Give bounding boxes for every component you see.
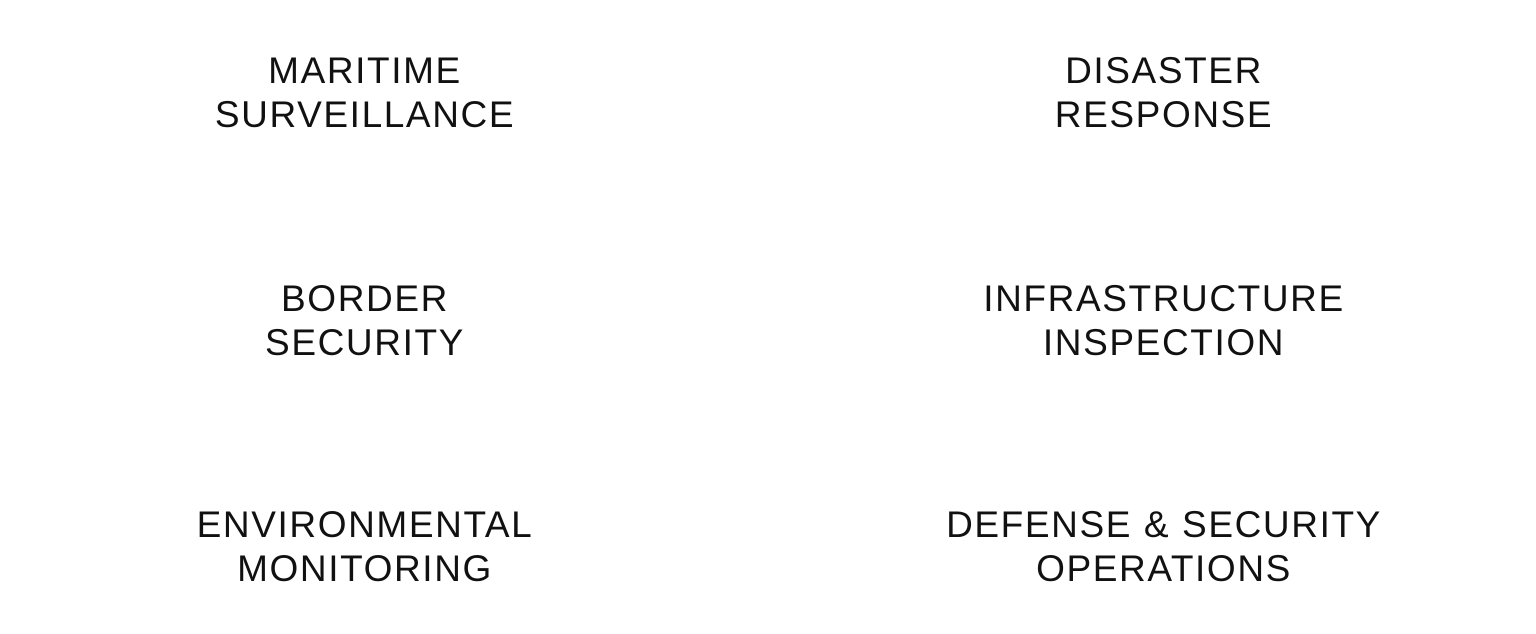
use-case-label-infrastructure-inspection: INFRASTRUCTURE INSPECTION xyxy=(983,278,1345,363)
use-case-label-border-security: BORDER SECURITY xyxy=(265,278,465,363)
use-case-cell-defense-security-operations[interactable]: DEFENSE & SECURITY OPERATIONS xyxy=(768,455,1536,634)
use-case-label-defense-security-operations: DEFENSE & SECURITY OPERATIONS xyxy=(946,504,1382,589)
use-case-cell-environmental-monitoring[interactable]: ENVIRONMENTAL MONITORING xyxy=(0,455,768,634)
use-case-cell-maritime-surveillance[interactable]: MARITIME SURVEILLANCE xyxy=(0,0,768,228)
use-case-label-disaster-response: DISASTER RESPONSE xyxy=(1054,50,1274,135)
use-case-cell-border-security[interactable]: BORDER SECURITY xyxy=(0,228,768,455)
use-case-cell-disaster-response[interactable]: DISASTER RESPONSE xyxy=(768,0,1536,228)
use-case-label-environmental-monitoring: ENVIRONMENTAL MONITORING xyxy=(196,504,534,589)
use-case-label-maritime-surveillance: MARITIME SURVEILLANCE xyxy=(214,50,516,135)
use-case-cell-infrastructure-inspection[interactable]: INFRASTRUCTURE INSPECTION xyxy=(768,228,1536,455)
